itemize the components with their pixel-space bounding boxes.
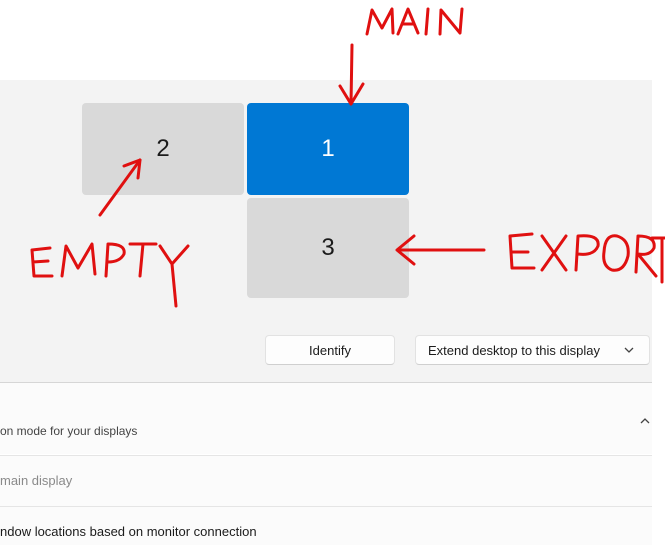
settings-row-window-locations-label: ndow locations based on monitor connecti… (0, 524, 257, 539)
chevron-up-icon[interactable] (638, 414, 652, 428)
display-mode-dropdown-label: Extend desktop to this display (428, 342, 600, 358)
chevron-down-icon (624, 347, 634, 353)
settings-row-main-display-label: main display (0, 473, 73, 488)
monitor-2-label: 2 (156, 135, 170, 162)
monitor-1-label: 1 (321, 135, 335, 162)
display-mode-dropdown[interactable]: Extend desktop to this display (415, 335, 650, 365)
monitor-1[interactable]: 1 (247, 103, 409, 195)
settings-row-main-display[interactable]: main display (0, 455, 652, 506)
top-area (0, 0, 665, 80)
panel-edge (652, 80, 665, 544)
settings-row-display-mode[interactable]: on mode for your displays (0, 383, 652, 454)
settings-row-window-locations[interactable]: ndow locations based on monitor connecti… (0, 506, 652, 545)
settings-row-display-mode-label: on mode for your displays (0, 424, 138, 438)
identify-button-label: Identify (309, 342, 351, 358)
monitor-3-label: 3 (321, 234, 335, 261)
identify-button[interactable]: Identify (265, 335, 395, 365)
monitor-3[interactable]: 3 (247, 198, 409, 298)
section-divider (0, 382, 652, 383)
monitor-2[interactable]: 2 (82, 103, 244, 195)
